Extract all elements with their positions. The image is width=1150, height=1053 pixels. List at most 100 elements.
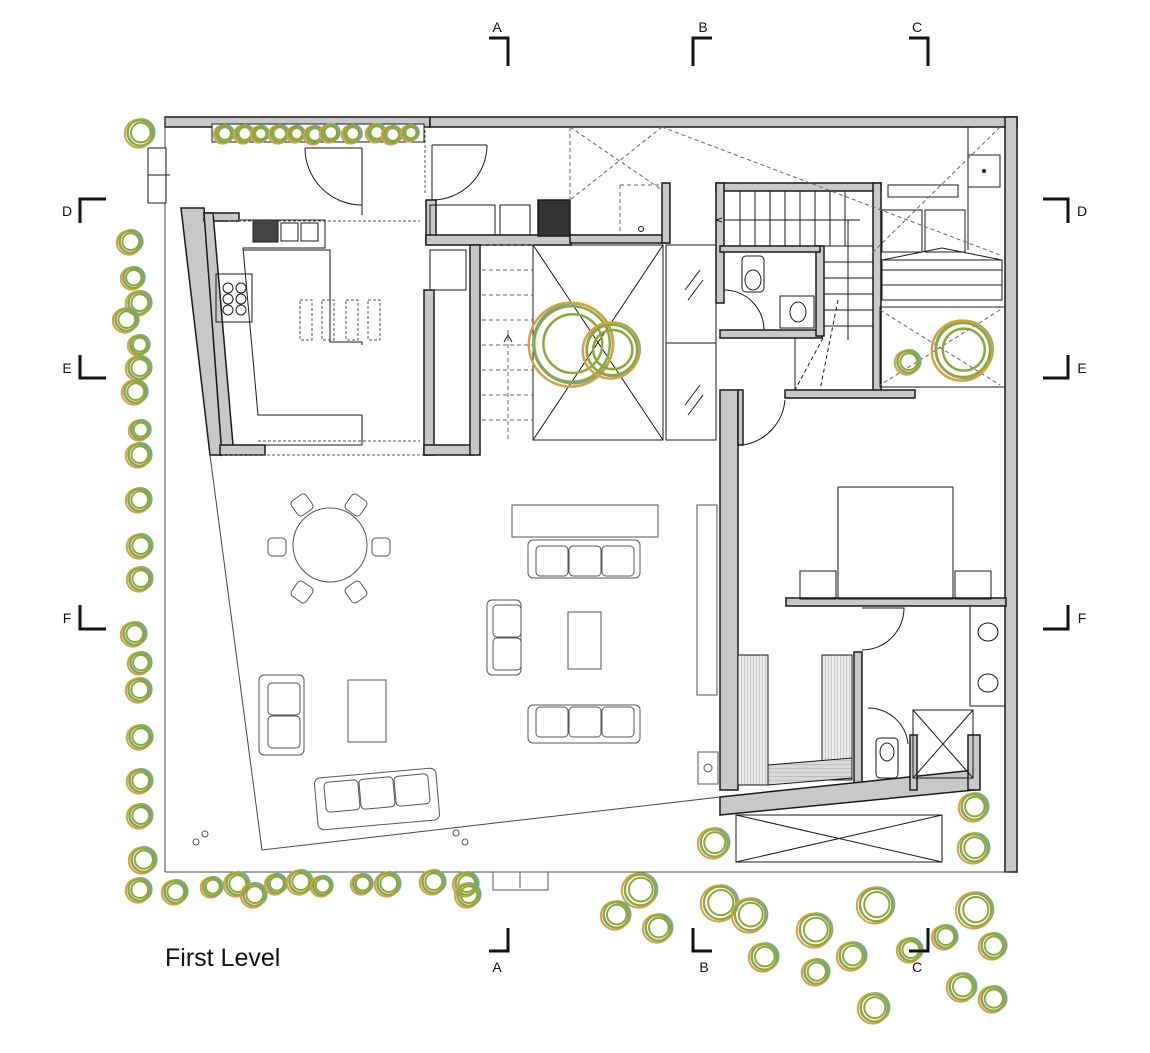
tree-icon <box>123 118 156 149</box>
tree-icon <box>730 897 769 934</box>
tree-icon <box>696 827 731 860</box>
tree-icon <box>340 123 363 145</box>
tree-icon <box>855 886 896 925</box>
tree-icon <box>126 333 151 357</box>
tree-icon <box>125 768 154 795</box>
section-marker-icon <box>78 355 106 380</box>
tree-icon <box>977 932 1008 961</box>
tree-icon <box>125 533 154 560</box>
section-marker-icon <box>78 605 106 631</box>
section-label-b-top: B <box>698 19 707 35</box>
tree-group <box>111 118 1008 1025</box>
section-marker-icon <box>489 928 510 953</box>
section-label-d-right: D <box>1077 203 1087 219</box>
powder-room <box>723 255 815 331</box>
service-area <box>429 126 1006 388</box>
plan-title: First Level <box>165 944 281 972</box>
tree-icon <box>527 301 615 388</box>
site-boundary <box>164 117 1010 873</box>
tree-icon <box>125 803 154 830</box>
tree-icon <box>349 872 374 896</box>
section-label-b-bottom: B <box>699 959 708 975</box>
section-label-f-left: F <box>63 610 72 626</box>
exterior-walls <box>164 116 1018 873</box>
tree-icon <box>954 891 995 930</box>
interior-walls <box>423 182 1007 816</box>
section-marker-icon <box>909 928 930 953</box>
tree-icon <box>977 985 1008 1014</box>
atrium <box>482 244 717 441</box>
tree-icon <box>239 882 268 909</box>
tree-icon <box>111 307 140 334</box>
tree-icon <box>957 792 990 823</box>
living-dining-furniture <box>192 493 719 891</box>
tree-icon <box>620 872 659 909</box>
tree-icon <box>127 846 158 875</box>
tree-icon <box>856 992 891 1025</box>
section-marker-icon <box>691 928 712 953</box>
section-label-d-left: D <box>62 203 72 219</box>
section-labels: A B C A B C D D E E F F <box>62 19 1087 975</box>
tree-icon <box>125 724 154 751</box>
kitchen <box>147 130 488 456</box>
section-label-a-top: A <box>492 19 502 35</box>
tree-icon <box>309 874 334 898</box>
tree-icon <box>895 937 924 964</box>
stair-arrow-icon <box>503 333 513 343</box>
section-marker-icon <box>909 36 930 66</box>
hatched-walls <box>737 654 853 786</box>
tree-icon <box>581 321 642 380</box>
section-marker-icon <box>489 36 510 66</box>
tree-icon <box>318 122 341 144</box>
tree-icon <box>800 958 831 987</box>
tree-icon <box>373 871 402 898</box>
tree-icon <box>399 123 420 143</box>
tree-icon <box>893 349 922 376</box>
bedroom <box>742 392 992 600</box>
tree-icon <box>124 487 153 514</box>
tree-icon <box>124 442 153 469</box>
tree-icon <box>930 319 994 382</box>
tree-icon <box>249 124 270 144</box>
tree-icon <box>199 875 224 899</box>
tree-icon <box>795 912 834 949</box>
tree-icon <box>124 355 153 382</box>
tree-icon <box>263 872 288 896</box>
tree-icon <box>119 621 148 648</box>
tree-icon <box>835 941 868 972</box>
section-label-e-left: E <box>62 360 71 376</box>
section-marker-icon <box>1043 605 1070 631</box>
tree-icon <box>125 566 154 593</box>
tree-icon <box>453 882 482 909</box>
tree-icon <box>930 924 959 951</box>
tree-icon <box>418 869 447 896</box>
section-label-a-bottom: A <box>492 959 502 975</box>
tree-icon <box>599 900 632 931</box>
section-marker-icon <box>78 197 106 223</box>
tree-icon <box>126 650 153 676</box>
tree-icon <box>124 677 153 704</box>
section-marker-icon <box>1043 197 1070 223</box>
tree-icon <box>285 869 314 896</box>
section-label-f-right: F <box>1078 610 1087 626</box>
section-marker-icon <box>691 36 712 66</box>
tree-icon <box>124 877 153 904</box>
bathroom <box>735 605 1006 863</box>
tree-icon <box>119 265 146 291</box>
tree-icon <box>747 942 780 973</box>
tree-icon <box>115 229 144 256</box>
section-marker-icon <box>1043 355 1070 380</box>
section-markers <box>78 36 1070 953</box>
tree-icon <box>956 832 991 865</box>
tree-icon <box>160 879 189 906</box>
tree-icon <box>451 871 480 898</box>
tree-icon <box>124 290 153 317</box>
main-stair <box>714 190 874 391</box>
tree-icon <box>120 379 149 406</box>
section-label-c-top: C <box>912 19 922 35</box>
tree-icon <box>127 418 152 442</box>
section-label-e-right: E <box>1077 360 1086 376</box>
tree-icon <box>641 913 674 944</box>
section-label-c-bottom: C <box>912 959 922 975</box>
